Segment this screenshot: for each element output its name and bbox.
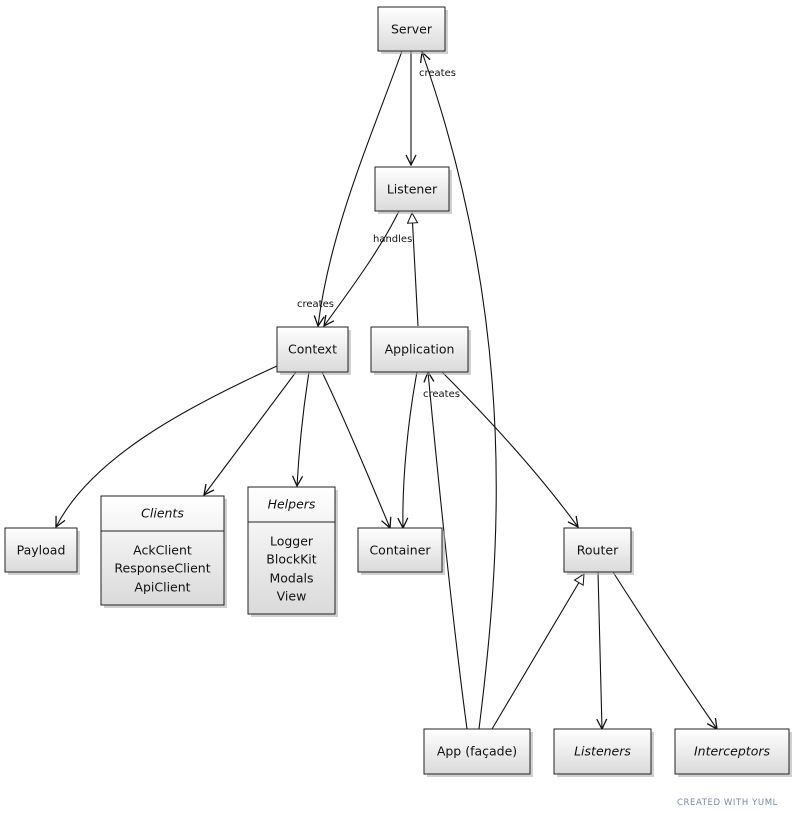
class-helpers-label: Helpers — [268, 497, 316, 512]
class-payload[interactable]: Payload — [4, 527, 80, 575]
helpers-member: View — [277, 589, 307, 604]
edge-router-interceptors — [613, 572, 717, 729]
edge-label-application-creates: creates — [423, 389, 460, 400]
class-context-label: Context — [288, 342, 337, 357]
edge-router-listeners — [598, 572, 602, 729]
clients-member: AckClient — [133, 543, 192, 558]
class-app-facade[interactable]: App (façade) — [423, 728, 533, 777]
class-listeners-label: Listeners — [574, 744, 631, 759]
class-listeners[interactable]: Listeners — [553, 728, 654, 777]
helpers-member: Logger — [270, 534, 314, 549]
helpers-member: Modals — [269, 571, 313, 586]
class-container-label: Container — [369, 543, 431, 558]
edge-context-helpers — [297, 372, 309, 486]
class-server[interactable]: Server — [377, 6, 448, 54]
clients-member: ApiClient — [134, 580, 190, 595]
edge-context-container — [322, 372, 390, 528]
class-app-facade-label: App (façade) — [437, 744, 517, 759]
class-container[interactable]: Container — [357, 527, 445, 575]
edge-application-router — [442, 372, 578, 527]
class-clients[interactable]: Clients AckClient ResponseClient ApiClie… — [100, 495, 227, 608]
edge-application-extends-listener — [412, 213, 419, 327]
edge-label-context-creates: creates — [297, 299, 334, 310]
helpers-member: BlockKit — [266, 552, 316, 567]
edge-label-server-creates: creates — [419, 68, 456, 79]
edge-application-container — [403, 372, 417, 528]
class-router-label: Router — [577, 543, 619, 558]
class-interceptors[interactable]: Interceptors — [674, 728, 792, 777]
edge-app-extends-router — [491, 574, 584, 730]
class-listener[interactable]: Listener — [374, 166, 452, 214]
class-listener-label: Listener — [387, 182, 438, 197]
class-interceptors-label: Interceptors — [694, 744, 771, 759]
class-helpers[interactable]: Helpers Logger BlockKit Modals View — [247, 486, 338, 617]
edge-listener-handles-context — [324, 210, 400, 326]
class-router[interactable]: Router — [563, 527, 634, 575]
edges — [56, 51, 717, 729]
edge-label-listener-handles: handles — [373, 234, 412, 245]
class-application[interactable]: Application — [370, 326, 471, 375]
class-clients-label: Clients — [141, 506, 184, 521]
class-application-label: Application — [385, 342, 455, 357]
credit-text: CREATED WITH YUML — [677, 798, 778, 808]
clients-member: ResponseClient — [114, 561, 210, 576]
edge-context-clients — [204, 372, 296, 495]
class-server-label: Server — [391, 22, 433, 37]
class-context[interactable]: Context — [276, 326, 351, 375]
class-payload-label: Payload — [17, 543, 66, 558]
edge-server-context — [318, 50, 403, 326]
